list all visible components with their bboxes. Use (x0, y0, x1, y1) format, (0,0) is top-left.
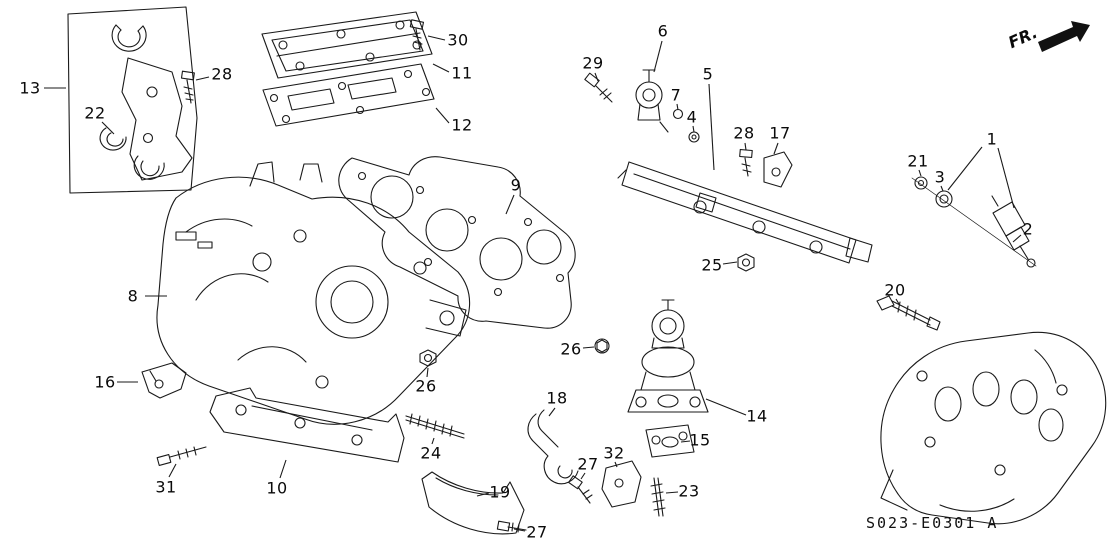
callout-29: 29 (582, 53, 604, 73)
part-15-egr-gasket-art (645, 424, 695, 458)
callout-21: 21 (907, 151, 929, 171)
part-32-bracket-art (601, 460, 642, 508)
part-21-washer-art (914, 176, 928, 190)
callout-28: 28 (211, 64, 233, 84)
part-17-bracket-art (763, 151, 793, 188)
part-6-pressure-regulator-art (635, 69, 669, 133)
part-11-chamber-cover-art (261, 11, 433, 79)
callout-11: 11 (451, 63, 473, 83)
part-16-bracket-art (141, 362, 187, 399)
callout-31: 31 (155, 477, 177, 497)
callout-10: 10 (266, 478, 288, 498)
callout-16: 16 (94, 372, 116, 392)
callout-2: 2 (1022, 219, 1034, 239)
callout-8: 8 (127, 286, 139, 306)
part-12-gasket-art (262, 63, 435, 127)
part-27-bolt-art (496, 520, 527, 533)
part-26-nut-art (419, 349, 437, 367)
part-19-cover-art (421, 471, 525, 535)
part-5-fuel-rail-art (617, 161, 873, 264)
part-10-bracket-art (209, 387, 405, 463)
part-26-bolt-art (594, 338, 610, 354)
part-24-stud-art (405, 413, 465, 439)
callout-30: 30 (447, 30, 469, 50)
callout-24: 24 (420, 443, 442, 463)
callout-9: 9 (510, 175, 522, 195)
callout-27: 27 (526, 522, 548, 542)
part-2-injector-art (991, 195, 1036, 268)
callout-20: 20 (884, 280, 906, 300)
part-9-manifold-gasket-art (338, 156, 576, 329)
callout-14: 14 (746, 406, 768, 426)
part-25-nut-art (737, 253, 755, 272)
callout-17: 17 (769, 123, 791, 143)
part-20-sensor-art (876, 295, 941, 331)
part-29-bolt-art (584, 72, 613, 103)
diagram-part-code: S023-E0301 A (866, 514, 999, 532)
part-28-bolt2-art (739, 148, 753, 177)
callout-7: 7 (670, 85, 682, 105)
part-13-clamp-bracket-art (67, 6, 198, 194)
callout-23: 23 (678, 481, 700, 501)
callout-28: 28 (733, 123, 755, 143)
part-3-seal-ring-art (935, 190, 953, 208)
part-8-intake-manifold-art (156, 161, 471, 425)
callout-19: 19 (489, 482, 511, 502)
callout-22: 22 (84, 103, 106, 123)
part-31-bolt-art (156, 446, 207, 466)
callout-5: 5 (702, 64, 714, 84)
fr-arrow-icon (1038, 21, 1090, 52)
callout-12: 12 (451, 115, 473, 135)
callout-6: 6 (657, 21, 669, 41)
callout-4: 4 (686, 107, 698, 127)
callout-26: 26 (415, 376, 437, 396)
part-18-stay-art (527, 409, 579, 485)
part-28-bolt-art (180, 70, 195, 104)
callout-13: 13 (19, 78, 41, 98)
part-27-bolt2-art (568, 475, 593, 504)
callout-15: 15 (689, 430, 711, 450)
callout-27: 27 (577, 454, 599, 474)
callout-1: 1 (986, 129, 998, 149)
callout-18: 18 (546, 388, 568, 408)
callout-3: 3 (934, 167, 946, 187)
callout-25: 25 (701, 255, 723, 275)
callout-32: 32 (603, 443, 625, 463)
callout-26: 26 (560, 339, 582, 359)
manifold-rear-view-art (880, 331, 1107, 525)
part-23-stud-art (650, 477, 666, 517)
assembly-axis-line (911, 177, 1037, 267)
part-14-egr-valve-art (627, 299, 709, 413)
part-30-bolt-art (409, 19, 425, 51)
